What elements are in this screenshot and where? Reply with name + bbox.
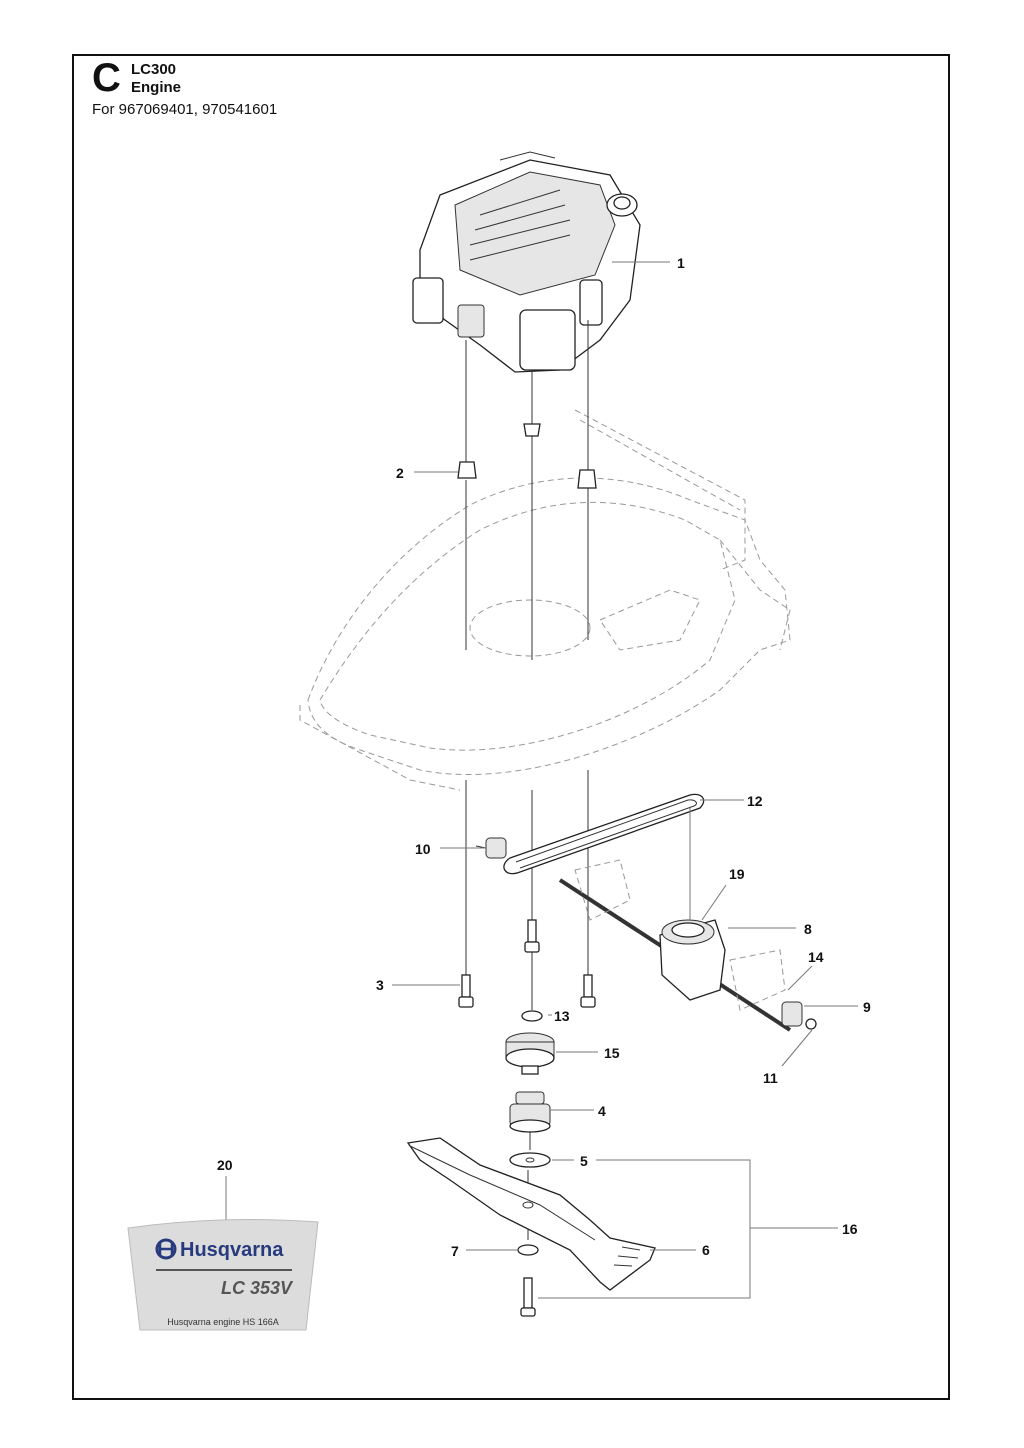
callout-12: 12 <box>747 793 763 809</box>
washer-part-7 <box>517 1244 539 1256</box>
callout-9: 9 <box>863 999 871 1015</box>
callout-5: 5 <box>580 1153 588 1169</box>
section-letter: C <box>92 56 121 100</box>
page-frame <box>72 54 950 1400</box>
callout-19: 19 <box>729 866 745 882</box>
callout-16: 16 <box>842 1221 858 1237</box>
decal-part-20: Husqvarna LC 353V Husqvarna engine HS 16… <box>127 1219 319 1331</box>
blade-part-6 <box>406 1137 656 1291</box>
mounting-clip-part-2 <box>457 423 597 489</box>
blade-bolt <box>520 1277 536 1317</box>
callout-10: 10 <box>415 841 431 857</box>
clip-part-11 <box>805 1018 817 1030</box>
section-title: Engine <box>131 79 182 96</box>
decal-model: LC 353V <box>221 1278 294 1298</box>
husqvarna-logo-icon <box>155 1238 177 1260</box>
bolt-part-3 <box>458 919 596 1008</box>
callout-3: 3 <box>376 977 384 993</box>
blade-adapter-part-4 <box>509 1091 551 1133</box>
callout-7: 7 <box>451 1243 459 1259</box>
drive-gear-part-9 <box>781 1001 803 1027</box>
callout-20: 20 <box>217 1157 233 1173</box>
model-name: LC300 <box>131 61 177 78</box>
mower-deck-outline <box>299 409 791 791</box>
callout-6: 6 <box>702 1242 710 1258</box>
callout-1: 1 <box>677 255 685 271</box>
engine-part-1 <box>412 151 641 373</box>
gearbox-part-8 <box>558 859 792 1032</box>
leader-lines <box>225 261 858 1299</box>
pulley-part-15 <box>505 1032 555 1075</box>
washer-part-13 <box>521 1010 543 1022</box>
callout-4: 4 <box>598 1103 606 1119</box>
applies-to-text: For 967069401, 970541601 <box>92 101 278 118</box>
callout-14: 14 <box>808 949 824 965</box>
callout-13: 13 <box>554 1008 570 1024</box>
callout-8: 8 <box>804 921 812 937</box>
decal-engine-text: Husqvarna engine HS 166A <box>167 1317 279 1327</box>
drive-belt-part-12 <box>503 793 705 875</box>
callout-numbers: 1 2 3 4 5 6 7 8 9 10 11 12 13 14 15 16 1… <box>217 255 871 1259</box>
decal-brand: Husqvarna <box>180 1239 284 1261</box>
washer-part-5 <box>509 1152 551 1168</box>
callout-2: 2 <box>396 465 404 481</box>
callout-11: 11 <box>763 1070 778 1086</box>
callout-15: 15 <box>604 1045 620 1061</box>
